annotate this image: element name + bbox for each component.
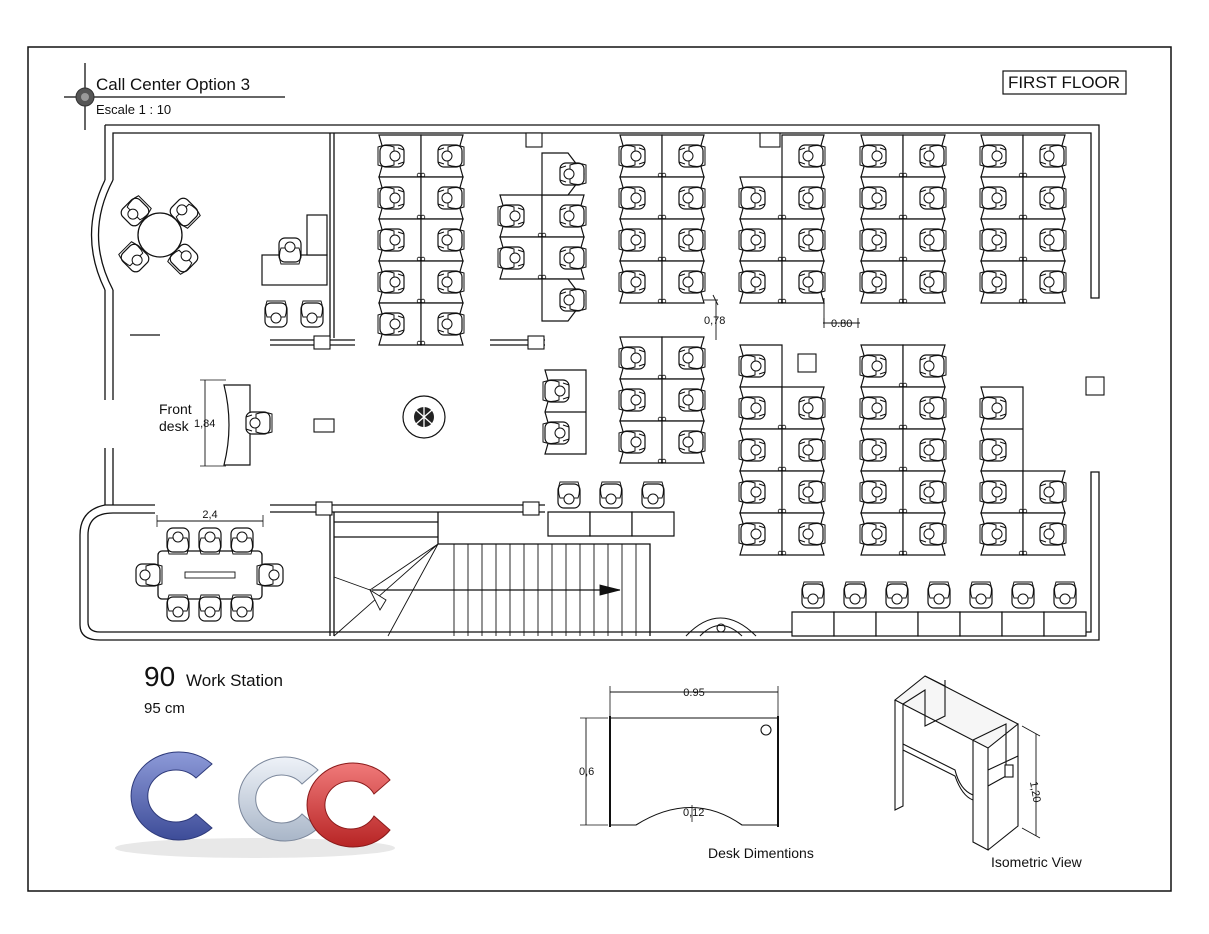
entry-canopy <box>685 617 757 637</box>
workstation-size: 95 cm <box>144 700 185 717</box>
front-desk-label-1: Front <box>159 401 192 417</box>
columns <box>313 132 1105 516</box>
desk-depth: 0,6 <box>579 766 594 778</box>
staircase <box>333 543 637 637</box>
plan-title: Call Center Option 3 <box>96 75 250 94</box>
desk-width: 0.95 <box>683 687 704 699</box>
aisle-dimensions <box>704 294 860 340</box>
floor-label-box: FIRST FLOOR <box>1002 70 1127 95</box>
workstation-cluster-h <box>618 336 706 464</box>
desk-dimensions-caption: Desk Dimentions <box>708 845 814 861</box>
plant <box>402 395 446 439</box>
workstation-cluster-k <box>979 386 1067 556</box>
aisle-dimension-2: 0.80 <box>831 318 852 330</box>
workstation-cluster-b <box>497 152 587 322</box>
company-logo <box>115 751 395 858</box>
workstation-cluster-d <box>738 134 826 304</box>
title-block: Call Center Option 3 Escale 1 : 10 <box>64 63 285 130</box>
front-desk-dimension: 1,84 <box>194 418 215 430</box>
workstation-count: 90 <box>144 661 175 692</box>
front-desk: Front desk 1,84 <box>159 379 273 467</box>
building-walls <box>79 124 1100 641</box>
lounge-table-round <box>116 193 203 277</box>
isometric-workstation <box>893 675 1041 851</box>
meeting-table-dimension: 2,4 <box>202 509 217 521</box>
wall-row-lower <box>792 582 1086 636</box>
workstation-cluster-i <box>738 344 826 556</box>
workstation-count-label: Work Station <box>186 671 283 690</box>
plan-scale: Escale 1 : 10 <box>96 102 171 117</box>
meeting-table: 2,4 <box>135 509 284 622</box>
workstation-cluster-a <box>377 134 465 346</box>
wall-row-upper <box>548 482 674 536</box>
desk-dimension-drawing <box>580 686 779 827</box>
aisle-dimension-1: 0,78 <box>704 315 725 327</box>
desk-curve: 0,12 <box>683 807 704 819</box>
workstation-cluster-g <box>542 369 587 455</box>
sheet-frame <box>27 46 1172 892</box>
isometric-caption: Isometric View <box>991 854 1083 870</box>
front-desk-label-2: desk <box>159 418 190 434</box>
iso-height: 1,20 <box>1027 780 1043 803</box>
manager-desk <box>261 214 328 328</box>
floor-label: FIRST FLOOR <box>1008 73 1120 92</box>
workstation-cluster-e <box>859 134 947 304</box>
workstation-cluster-c <box>618 134 706 304</box>
workstation-cluster-f <box>979 134 1067 304</box>
workstation-cluster-j <box>859 344 947 556</box>
